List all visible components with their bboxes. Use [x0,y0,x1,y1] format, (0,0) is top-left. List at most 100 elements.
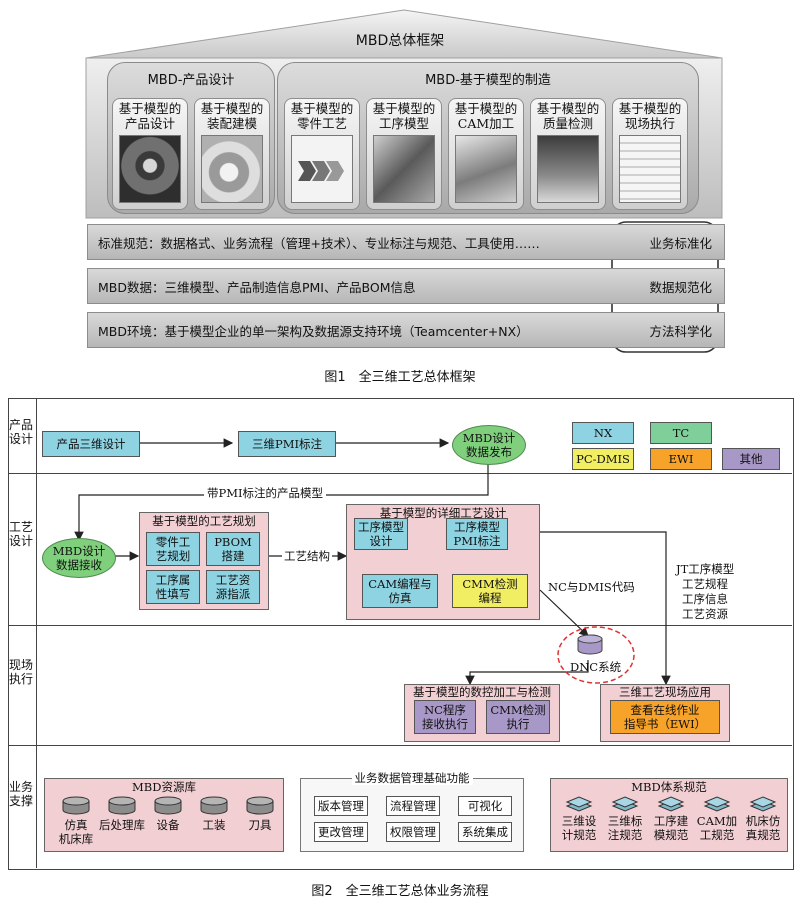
lane-divider [8,745,792,746]
biz-mgmt-title-text: 业务数据管理基础功能 [351,771,473,785]
lane-label-process-design: 工艺设计 [8,520,33,548]
module-line2: 现场执行 [624,116,675,131]
dnc-highlight-ring [557,626,635,684]
spec-cam-machining: CAM加工规范 [696,794,738,846]
spec-operation-modeling: 工序建模规范 [652,794,690,846]
module-line1: 基于模型的 [200,101,264,116]
module-assembly-modeling: 基于模型的装配建模 [194,98,270,210]
module-line1: 基于模型的 [372,101,436,116]
database-cylinder-icon [62,796,90,815]
dnc-database-icon [577,634,603,655]
lane-divider [8,625,792,626]
framework-title: MBD总体框架 [355,33,445,49]
database-cylinder-icon [154,796,182,815]
assembly-model-thumbnail-icon [201,135,263,203]
biz-mgmt-title: 业务数据管理基础功能 [301,771,523,786]
label-nc-dmis-code: NC与DMIS代码 [548,580,635,594]
module-line2: 工序模型 [378,116,429,131]
legend-tc: TC [650,422,712,444]
module-line1: 基于模型的 [454,101,518,116]
label-process-spec: 工艺规程 [682,577,728,591]
lane-label-business-support: 业务支撑 [8,780,33,808]
module-line1: 基于模型的 [536,101,600,116]
band-mbd-data: MBD数据：三维模型、产品制造信息PMI、产品BOM信息 数据规范化 [87,268,725,304]
box-cmm-inspection-programming: CMM检测编程 [452,574,528,608]
band-standards-text: 标准规范：数据格式、业务流程（管理+技术）、专业标注与规范、工具使用…… [98,236,540,251]
box-line1: PBOM [214,535,252,549]
publish-line1: MBD设计 [462,431,516,445]
box-cam-programming-simulation: CAM编程与仿真 [362,574,438,608]
box-line2: 指导书（EWI） [623,717,707,731]
item-line1: 工装 [202,818,226,832]
box-line2: 仿真 [388,591,412,605]
band-standards-right: 业务标准化 [649,236,712,251]
item-line1: 刀具 [248,818,272,832]
product-model-thumbnail-icon [119,135,181,203]
module-line1: 基于模型的 [290,101,354,116]
band-mbd-data-right: 数据规范化 [649,280,712,295]
box-line1: 工序模型 [454,520,500,534]
planning-title: 基于模型的工艺规划 [152,514,256,528]
figure-1-framework: MBD总体框架 MBD-产品设计 基于模型的产品设计 基于模型的装配建模 MBD… [0,0,800,400]
spec-document-stack-icon [611,796,639,812]
module-quality-inspection: 基于模型的质量检测 [530,98,606,210]
lane-label-product-design: 产品设计 [8,418,33,446]
box-line1: NC程序 [424,703,466,717]
item-line2: 真规范 [745,828,781,842]
database-cylinder-icon [246,796,274,815]
box-line2: 性填写 [155,587,191,601]
module-product-design: 基于模型的产品设计 [112,98,188,210]
database-cylinder-icon [108,796,136,815]
label-pmi-product-model: 带PMI标注的产品模型 [204,486,327,501]
box-operation-attributes: 工序属性填写 [146,570,200,604]
publish-line2: 数据发布 [465,445,512,459]
box-line1: CMM检测 [462,577,518,591]
item-line1: 三维标 [607,814,643,828]
box-line2: 源指派 [215,587,251,601]
screen-document-thumbnail-icon [619,135,681,203]
mbd-spec-title: MBD体系规范 [631,780,707,794]
box-part-process-planning: 零件工艺规划 [146,532,200,566]
box-nc-program-receive: NC程序接收执行 [414,700,476,734]
group-mbd-system-specs: MBD体系规范 [550,778,788,852]
module-line2: 装配建模 [206,116,257,131]
mbd-design-data-receive: MBD设计数据接收 [42,538,116,578]
box-line1: 工序模型 [358,520,404,534]
figure-1-caption: 图1 全三维工艺总体框架 [324,370,476,385]
box-process-resource-assign: 工艺资源指派 [206,570,260,604]
resource-sim-machine-library: 仿真机床库 [58,796,94,846]
box-cmm-inspection-execute: CMM检测执行 [486,700,550,734]
spec-3d-design: 三维设计规范 [560,794,598,846]
module-line1: 基于模型的 [118,101,182,116]
group-label-product-design: MBD-产品设计 [147,73,235,88]
module-line2: 产品设计 [124,116,175,131]
legend-pc-dmis: PC-DMIS [572,448,634,470]
resource-lib-title: MBD资源库 [132,780,196,794]
box-3d-pmi-annotation: 三维PMI标注 [238,431,336,457]
nc-group-title: 基于模型的数控加工与检测 [413,685,551,699]
label-jt-operation-model: JT工序模型 [676,562,735,576]
box-line2: 接收执行 [422,717,468,731]
module-site-execution: 基于模型的现场执行 [612,98,688,210]
module-process-model: 基于模型的工序模型 [366,98,442,210]
item-line1: 后处理库 [99,818,145,832]
box-visualization: 可视化 [458,796,512,816]
spec-document-stack-icon [703,796,731,812]
item-line2: 注规范 [607,828,643,842]
label-process-resource: 工艺资源 [682,607,728,621]
box-line1: 零件工 [155,535,191,549]
spec-document-stack-icon [565,796,593,812]
label-process-structure: 工艺结构 [282,549,332,564]
item-line2: 机床库 [58,832,94,846]
group-label-manufacturing: MBD-基于模型的制造 [425,73,551,88]
lane-divider [8,473,792,474]
item-line2: 模规范 [653,828,689,842]
receive-line2: 数据接收 [55,558,102,572]
group-mbd-resource-library: MBD资源库 [44,778,284,852]
item-line1: CAM加 [696,814,738,828]
box-line2: 执行 [506,717,530,731]
label-operation-info: 工序信息 [682,592,728,606]
resource-cutting-tool: 刀具 [242,796,278,846]
box-line2: 搭建 [221,549,245,563]
